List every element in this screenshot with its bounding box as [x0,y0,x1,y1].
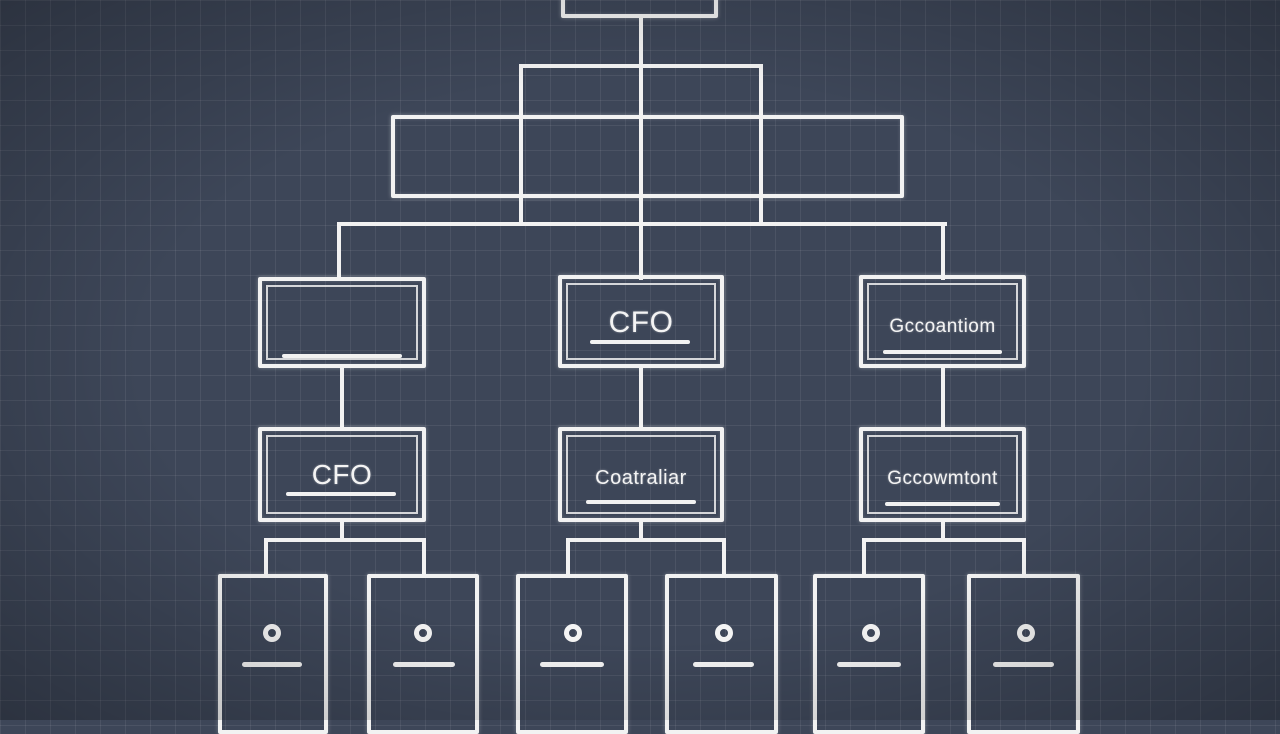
mid-right-node: Gccoantiom [859,275,1026,368]
mid-center-label: CFO [608,306,674,339]
user-icon [715,624,733,642]
mid-center-node: CFO [558,275,724,368]
lower-left-node: CFO [258,427,426,522]
person-box-2 [367,574,479,734]
person-box-1 [218,574,328,734]
person-box-6 [967,574,1080,734]
user-icon [263,624,281,642]
lower-left-label: CFO [311,459,373,490]
lower-right-label: Gccowmtont [887,468,998,489]
person-box-4 [665,574,778,734]
mid-right-label: Gccoantiom [889,316,996,337]
person-box-5 [813,574,925,734]
division-row-box [391,115,904,198]
lower-center-label: Coatraliar [595,467,687,489]
top-node-box [561,0,718,18]
lower-center-node: Coatraliar [558,427,724,522]
lower-right-node: Gccowmtont [859,427,1026,522]
person-box-3 [516,574,628,734]
user-icon [1017,624,1035,642]
user-icon [862,624,880,642]
user-icon [414,624,432,642]
mid-left-node [258,277,426,368]
user-icon [564,624,582,642]
